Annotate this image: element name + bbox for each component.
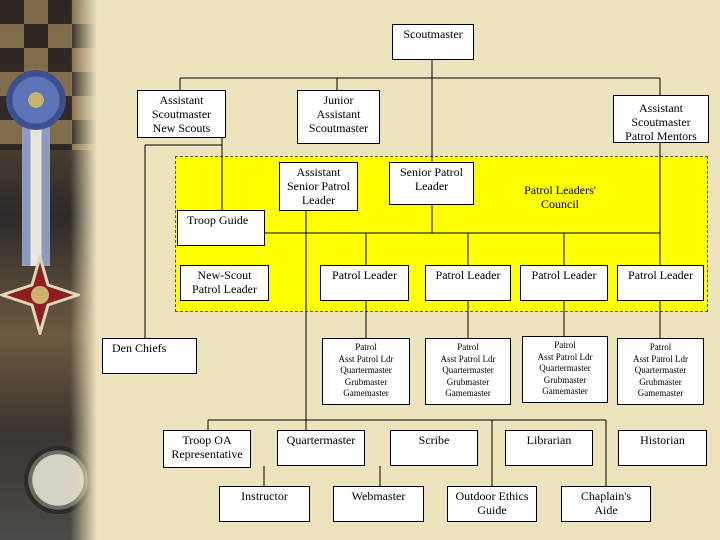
outdoor-ethics-guide-box: Outdoor Ethics Guide [447,486,537,522]
troop-guide-box: Troop Guide [177,210,265,246]
chaplains-aide-box: Chaplain's Aide [561,486,651,522]
patrol-leaders-council-label: Patrol Leaders' Council [524,183,596,211]
senior-patrol-leader-box: Senior Patrol Leader [389,162,474,205]
junior-asst-scoutmaster-box: Junior Assistant Scoutmaster [297,90,380,144]
webmaster-box: Webmaster [333,486,424,522]
scribe-box: Scribe [390,430,478,466]
new-scout-patrol-leader-box: New-Scout Patrol Leader [180,265,269,301]
den-chiefs-box: Den Chiefs [102,338,197,374]
asst-scoutmaster-patrol-mentors-box: Assistant Scoutmaster Patrol Mentors [613,95,709,143]
historian-box: Historian [618,430,707,466]
troop-oa-representative-box: Troop OA Representative [163,430,251,468]
scoutmaster-box: Scoutmaster [392,24,474,60]
asst-senior-patrol-leader-box: Assistant Senior Patrol Leader [279,162,358,211]
patrol-leader-box-2: Patrol Leader [425,265,511,301]
decorative-medal-photo [0,0,97,540]
patrol-members-box-2: Patrol Asst Patrol Ldr Quartermaster Gru… [425,338,511,405]
patrol-leader-box-4: Patrol Leader [617,265,704,301]
medal-cross-icon [0,255,80,335]
asst-scoutmaster-new-scouts-box: Assistant Scoutmaster New Scouts [137,90,226,138]
instructor-box: Instructor [219,486,310,522]
patrol-leader-box-1: Patrol Leader [320,265,409,301]
patrol-members-box-4: Patrol Asst Patrol Ldr Quartermaster Gru… [617,338,704,405]
patrol-leader-box-3: Patrol Leader [520,265,608,301]
patrol-members-box-1: Patrol Asst Patrol Ldr Quartermaster Gru… [322,338,410,405]
ribbon-rosette [6,70,66,130]
quartermaster-box: Quartermaster [277,430,365,466]
patrol-members-box-3: Patrol Asst Patrol Ldr Quartermaster Gru… [522,336,608,403]
librarian-box: Librarian [505,430,593,466]
